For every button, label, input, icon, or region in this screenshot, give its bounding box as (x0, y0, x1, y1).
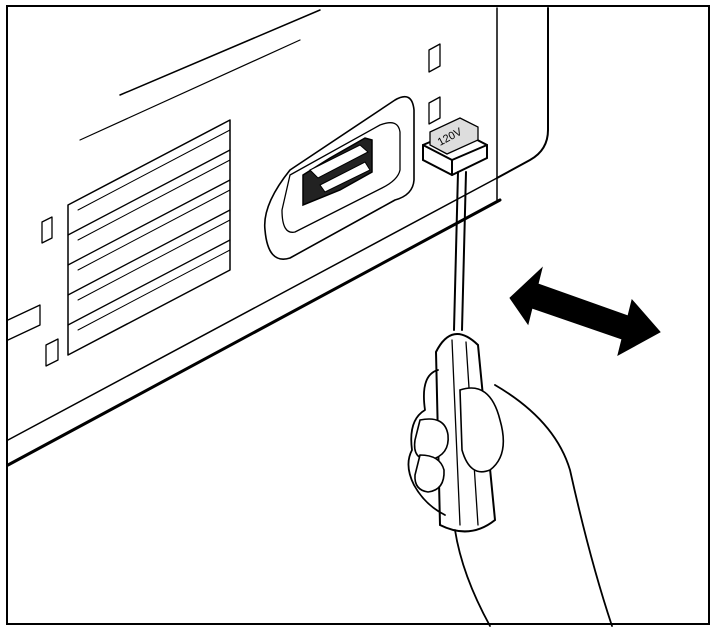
inlet-connector (302, 137, 373, 207)
power-inlet (263, 95, 415, 260)
ventilation-grille (67, 119, 231, 356)
voltage-selector-switch: 120V (422, 117, 488, 177)
housing-slots (41, 43, 441, 367)
device-housing (6, 7, 549, 467)
hand (407, 369, 613, 627)
double-arrow-icon (509, 266, 661, 356)
